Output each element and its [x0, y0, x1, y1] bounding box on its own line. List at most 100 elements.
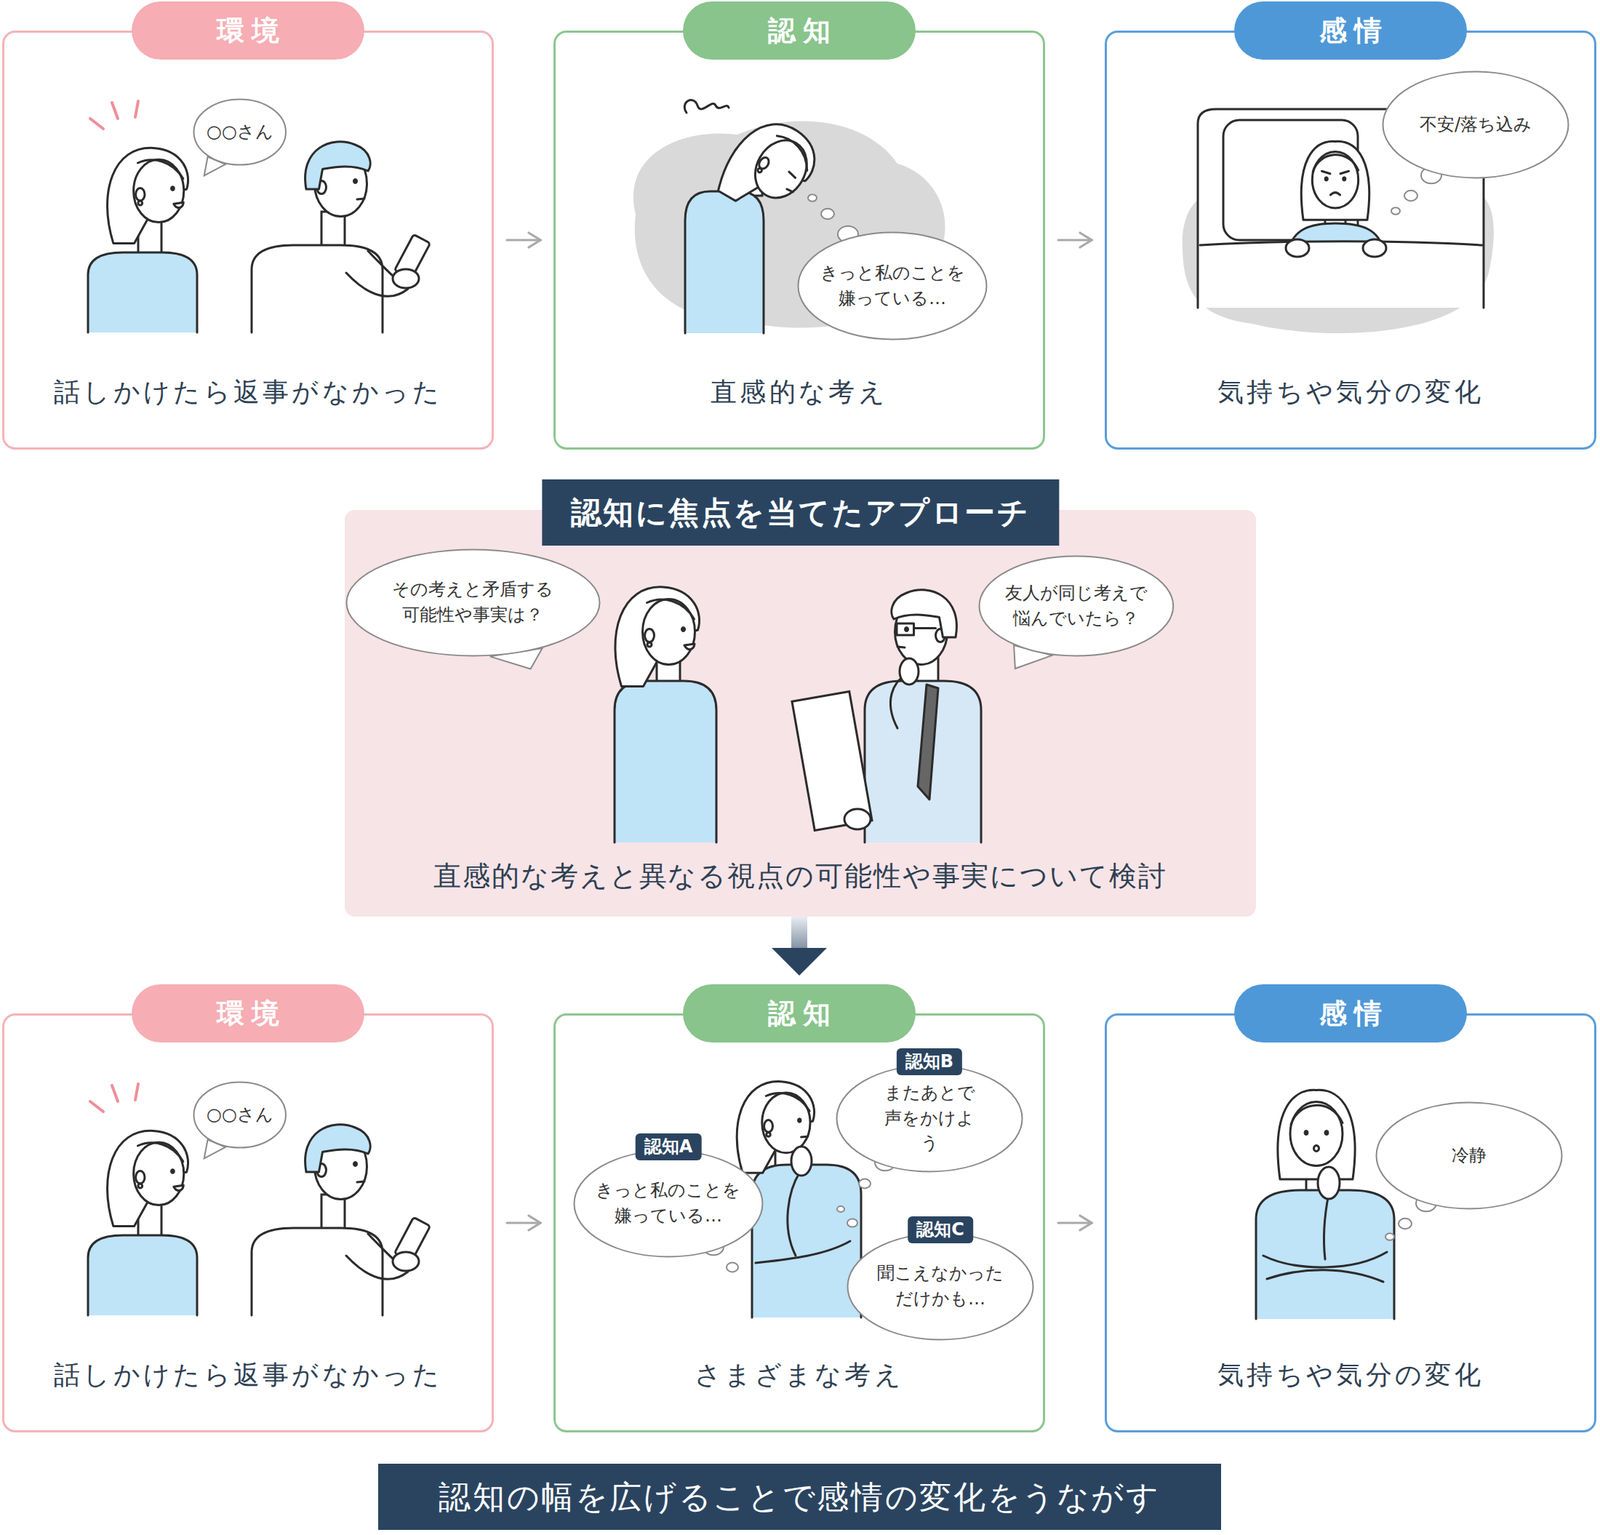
illustration-part	[88, 1083, 431, 1315]
arrow-line	[506, 1221, 541, 1224]
illustration-part	[1304, 1130, 1309, 1136]
approach-panel: 認知に焦点を当てたアプローチ直感的な考えと異なる視点の可能性や事実について検討そ…	[344, 509, 1256, 917]
bubble-outline	[345, 548, 601, 657]
illustration-part	[133, 159, 184, 222]
illustration-part	[170, 1168, 176, 1174]
illustration-part	[138, 200, 143, 206]
bubble-shape	[574, 1149, 763, 1256]
illustration-part	[357, 1181, 365, 1182]
bubble-shape	[798, 232, 987, 340]
illustration-part	[1301, 141, 1369, 220]
illustration-part	[305, 141, 371, 217]
arrow-head	[771, 947, 827, 976]
illustration-part	[133, 1141, 184, 1205]
illustration-part	[137, 160, 183, 179]
flow-arrow	[1058, 1222, 1092, 1224]
illustration-part	[88, 101, 431, 333]
illustration-part	[791, 1146, 812, 1176]
illustration-part	[1385, 1232, 1395, 1240]
thought-bubble: 認知Bまたあとで声をかけよう	[835, 1064, 1024, 1173]
stage-heading: 環境	[131, 1, 365, 60]
stage-heading: 感情	[1234, 1, 1467, 60]
illustration-part	[1330, 192, 1340, 195]
illustration-part	[107, 1130, 189, 1226]
illustration-part	[904, 626, 910, 632]
illustration-part	[305, 141, 371, 190]
stage-caption: 直感的な考え	[555, 374, 1043, 411]
illustration-part	[1322, 170, 1331, 174]
illustration-part	[1404, 190, 1418, 201]
illustration-part	[251, 1227, 383, 1315]
illustration-part	[642, 599, 696, 665]
illustration-part	[786, 188, 793, 192]
illustration-part	[787, 1171, 800, 1256]
stage-box: 感情気持ちや気分の変化不安/落ち込み	[1104, 30, 1597, 450]
stage-box: 認知さまざまな考え認知Aきっと私のことを嫌っている…認知Bまたあとで声をかけよう…	[553, 1013, 1046, 1432]
flow-arrow	[771, 916, 827, 976]
arrow-line	[506, 239, 541, 242]
illustration-part	[726, 1262, 739, 1272]
illustration-part	[1362, 239, 1387, 257]
illustration-part	[1285, 239, 1310, 257]
illustration-part	[755, 1240, 851, 1263]
bubble-text: 聞こえなかっただけかも…	[876, 1260, 1004, 1312]
illustration-part	[891, 589, 958, 665]
arrow-line	[1058, 239, 1092, 242]
arrow-shaft	[791, 916, 808, 948]
illustration-part	[1324, 176, 1328, 182]
thought-bubble: その考えと矛盾する可能性や事実は？	[345, 548, 601, 657]
illustration-part	[1317, 1166, 1340, 1199]
illustration-part	[899, 658, 919, 685]
illustration-part	[353, 178, 358, 184]
stage-caption: 話しかけたら返事がなかった	[4, 1357, 492, 1393]
illustration-part	[112, 1085, 118, 1102]
illustration-part	[891, 589, 958, 638]
bubble-shape	[837, 1064, 1023, 1171]
illustration-part	[90, 1101, 104, 1112]
illustration-part	[615, 586, 700, 687]
illustration-part	[1314, 1145, 1320, 1152]
bubble-text: きっと私のことを嫌っている…	[595, 1177, 741, 1229]
illustration-part	[88, 1234, 198, 1315]
illustration-part	[135, 101, 139, 118]
illustration-part	[864, 680, 982, 843]
illustration-part	[136, 188, 145, 201]
illustration-part	[766, 1132, 771, 1137]
panel-caption: 直感的な考えと異なる視点の可能性や事実について検討	[344, 857, 1256, 895]
illustration-part	[615, 586, 700, 687]
bubble-shape	[1383, 71, 1569, 178]
flow-arrow	[506, 240, 541, 241]
illustration-part	[797, 1117, 803, 1123]
stage-caption: 気持ちや気分の変化	[1106, 374, 1595, 411]
stage-box: 環境話しかけたら返事がなかった○○さん	[2, 30, 494, 450]
illustration-part	[808, 194, 817, 202]
illustration-part	[792, 690, 872, 830]
thought-bubble: 認知C聞こえなかっただけかも…	[846, 1232, 1035, 1341]
illustration-part	[647, 642, 652, 647]
bubble-text: 友人が同じ考えで悩んでいたら？	[1003, 580, 1149, 632]
bubble-text: 冷静	[1451, 1142, 1487, 1168]
illustration-part	[1266, 1269, 1384, 1282]
illustration-part	[844, 808, 871, 830]
illustration-part	[681, 626, 686, 632]
stage-heading: 認知	[682, 984, 916, 1043]
illustration-part	[764, 1120, 774, 1133]
arrow-line	[1058, 1221, 1092, 1224]
bubble-outline	[573, 1149, 764, 1258]
bubble-shape	[194, 1081, 286, 1147]
illustration-part	[1301, 141, 1369, 220]
illustration-part	[1391, 207, 1400, 215]
stage-box: 環境話しかけたら返事がなかった○○さん	[2, 1013, 494, 1432]
illustration-part	[392, 1251, 419, 1271]
thought-bubble: 友人が同じ考えで悩んでいたら？	[978, 554, 1175, 657]
bubble-text: 不安/落ち込み	[1419, 112, 1532, 138]
bubble-text: その考えと矛盾する可能性や事実は？	[391, 576, 554, 628]
bubble-tag: 認知A	[635, 1133, 702, 1161]
illustration-part	[744, 130, 817, 208]
bubble-outline	[797, 231, 988, 341]
illustration-part	[769, 133, 816, 171]
bubble-text: ○○さん	[206, 1101, 274, 1128]
illustration-part	[88, 252, 198, 333]
illustration-part	[1340, 170, 1350, 174]
illustration-part	[392, 269, 419, 288]
